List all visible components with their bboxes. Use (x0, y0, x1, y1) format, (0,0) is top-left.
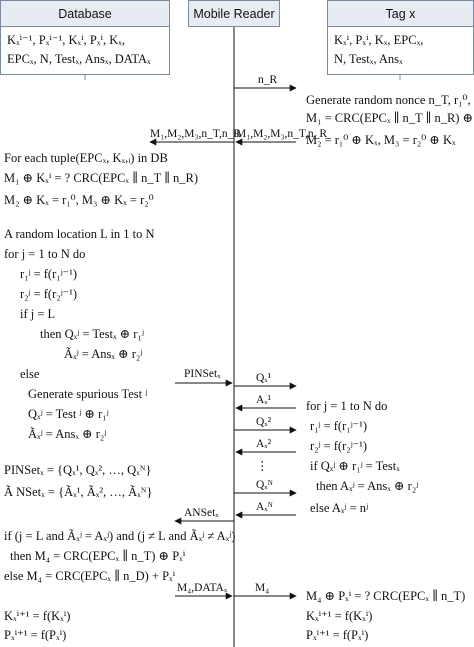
db-line-for-loop: for j = 1 to N do (4, 247, 86, 261)
msg-m4-data-label: M₄,DATAₓ (177, 582, 228, 594)
msg-m4-label: M₄ (255, 582, 270, 594)
db-line-else: else (20, 367, 40, 381)
msg-q1-label: Qₓ¹ (256, 372, 272, 384)
database-header: Database (0, 0, 170, 27)
tag-params-line-1: Kₓⁱ, Pₓⁱ, Kₓ, EPCₓ, (334, 33, 424, 47)
db-line-anset: Ã NSetₓ = {Ãₓ¹, Ãₓ², …, Ãₓᴺ} (4, 485, 153, 499)
msg-m-to-reader-label: M₁,M₂,M₃,n_T,n_R (236, 128, 328, 140)
db-line-p-update: Pₓⁱ⁺¹ = f(Pₓⁱ) (4, 628, 67, 642)
msg-pinset-label: PINSetₓ (184, 368, 221, 380)
tag-loop-for: for j = 1 to N do (306, 399, 388, 413)
db-line-if-verify: if (j = L and Ãₓʲ = Aₓʲ) and (j ≠ L and … (4, 529, 236, 543)
tag-line-m1: M₁ = CRC(EPCₓ ∥ n_T ∥ n_R) ⊕ Kₓⁱ (306, 111, 474, 125)
db-line-then-a: Ãₓʲ = Ansₓ ⊕ r₂ʲ (64, 347, 143, 361)
msg-an-label: Aₓᴺ (256, 501, 273, 513)
tag-final-check-m4: M₄ ⊕ Pₓⁱ = ? CRC(EPCₓ ∥ n_T) (306, 589, 466, 603)
tag-line-nonce: Generate random nonce n_T, r₁⁰, r₂⁰ (306, 93, 474, 107)
tag-params-line-2: N, Testₓ, Ansₓ (334, 52, 403, 66)
db-line-else-q: Qₓʲ = Test ʲ ⊕ r₁ʲ (28, 407, 109, 421)
db-line-if-l: if j = L (20, 307, 56, 321)
db-line-k-update: Kₓⁱ⁺¹ = f(Kₓⁱ) (4, 609, 71, 623)
db-line-pinset: PINSetₓ = {Qₓ¹, Qₓ², …, Qₓᴺ} (4, 463, 152, 477)
mobile-reader-header: Mobile Reader (188, 0, 280, 27)
msg-anset-label: ANSetₓ (184, 507, 219, 519)
db-line-then-m4: then M₄ = CRC(EPCₓ ∥ n_T) ⊕ Pₓⁱ (10, 549, 186, 563)
tag-header: Tag x (327, 0, 474, 27)
msg-nR-label: n_R (258, 74, 278, 86)
db-line-check-m1: M₁ ⊕ Kₓⁱ = ? CRC(EPCₓ ∥ n_T ∥ n_R) (4, 171, 199, 185)
database-params-box: Kₓⁱ⁻¹, Pₓⁱ⁻¹, Kₓⁱ, Pₓⁱ, Kₓ, EPCₓ, N, Tes… (0, 27, 170, 75)
msg-a2-label: Aₓ² (256, 438, 272, 450)
database-params-line-2: EPCₓ, N, Testₓ, Ansₓ, DATAₓ (7, 52, 151, 66)
db-line-r2: r₂ʲ = f(r₂ʲ⁻¹) (20, 287, 78, 301)
tag-loop-r2: r₂ʲ = f(r₂ʲ⁻¹) (310, 439, 368, 453)
db-line-then-q: then Qₓʲ = Testₓ ⊕ r₁ʲ (40, 327, 144, 341)
tag-final-p-update: Pₓⁱ⁺¹ = f(Pₓⁱ) (306, 628, 369, 642)
db-line-random-location: A random location L in 1 to N (4, 227, 155, 241)
db-line-r1: r₁ʲ = f(r₁ʲ⁻¹) (20, 267, 78, 281)
db-line-spurious: Generate spurious Test ʲ (28, 387, 148, 401)
msg-dots: ⋮ (256, 459, 269, 473)
msg-q2-label: Qₓ² (256, 416, 272, 428)
db-line-else-a: Ãₓʲ = Ansₓ ⊕ r₂ʲ (28, 427, 107, 441)
msg-qn-label: Qₓᴺ (256, 479, 273, 491)
tag-final-k-update: Kₓⁱ⁺¹ = f(Kₓⁱ) (306, 609, 373, 623)
msg-a1-label: Aₓ¹ (256, 394, 272, 406)
tag-loop-if: if Qₓʲ ⊕ r₁ʲ = Testₓ (310, 459, 400, 473)
db-line-else-m4: else M₄ = CRC(EPCₓ ∥ n_D) + Pₓⁱ (4, 569, 176, 583)
tag-loop-r1: r₁ʲ = f(r₁ʲ⁻¹) (310, 419, 368, 433)
db-line-m2-m3: M₂ ⊕ Kₓ = r₁⁰, M₃ ⊕ Kₓ = r₂⁰ (4, 193, 154, 207)
tag-params-box: Kₓⁱ, Pₓⁱ, Kₓ, EPCₓ, N, Testₓ, Ansₓ (327, 27, 474, 75)
msg-m-to-db-label: M₁,M₂,M₃,n_T,n_R (150, 128, 242, 140)
tag-loop-then: then Aₓʲ = Ansₓ ⊕ r₂ʲ (316, 479, 419, 493)
db-line-for-each: For each tuple(EPCₓ, Kₓ,ᵢ) in DB (4, 151, 168, 165)
tag-line-m2-m3: M₂ = r₁⁰ ⊕ Kₓ, M₃ = r₂⁰ ⊕ Kₓ (306, 133, 456, 147)
tag-loop-else: else Aₓʲ = nʲ (310, 501, 368, 515)
database-params-line-1: Kₓⁱ⁻¹, Pₓⁱ⁻¹, Kₓⁱ, Pₓⁱ, Kₓ, (7, 33, 125, 47)
